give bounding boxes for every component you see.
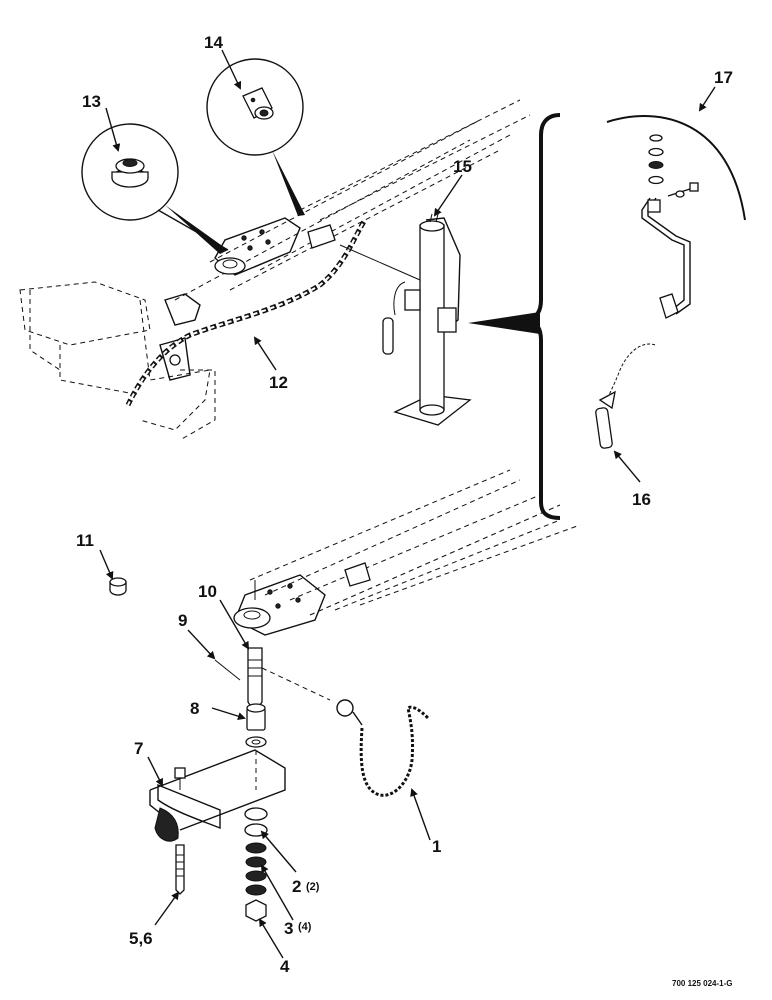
callout-4: 4 — [280, 957, 290, 976]
upper-tongue-assembly — [19, 99, 531, 441]
callout-10: 10 — [198, 582, 217, 601]
leader-lines — [99, 49, 716, 959]
callout-labels: 13 14 15 17 12 16 11 10 9 8 7 1 2 (2) 3 … — [76, 33, 733, 988]
part-11-bushing — [109, 577, 127, 596]
callout-15: 15 — [453, 157, 472, 176]
hitch-pin-stack — [214, 647, 331, 922]
callout-3-qty: (4) — [298, 921, 312, 933]
part-7-bracket — [149, 749, 286, 895]
callout-7: 7 — [134, 739, 143, 758]
callout-9: 9 — [178, 611, 187, 630]
callout-17: 17 — [714, 68, 733, 87]
jack-assembly — [382, 213, 472, 426]
jack-detail-bracket — [468, 113, 746, 520]
part-1-lanyard — [336, 699, 430, 797]
callout-12: 12 — [269, 373, 288, 392]
callout-11: 11 — [76, 531, 94, 550]
detail-14-sleeve — [206, 58, 305, 216]
callout-2: 2 — [292, 877, 301, 896]
detail-13-bushing — [81, 123, 229, 254]
callout-13: 13 — [82, 92, 101, 111]
callout-3: 3 — [284, 919, 293, 938]
lower-tongue-assembly — [233, 469, 581, 636]
callout-2-qty: (2) — [306, 881, 320, 893]
callout-14: 14 — [204, 33, 223, 52]
callout-5-6: 5,6 — [129, 929, 153, 948]
document-number: 700 125 024-1-G — [672, 979, 733, 988]
callout-1: 1 — [432, 837, 441, 856]
callout-16: 16 — [632, 490, 651, 509]
callout-8: 8 — [190, 699, 199, 718]
